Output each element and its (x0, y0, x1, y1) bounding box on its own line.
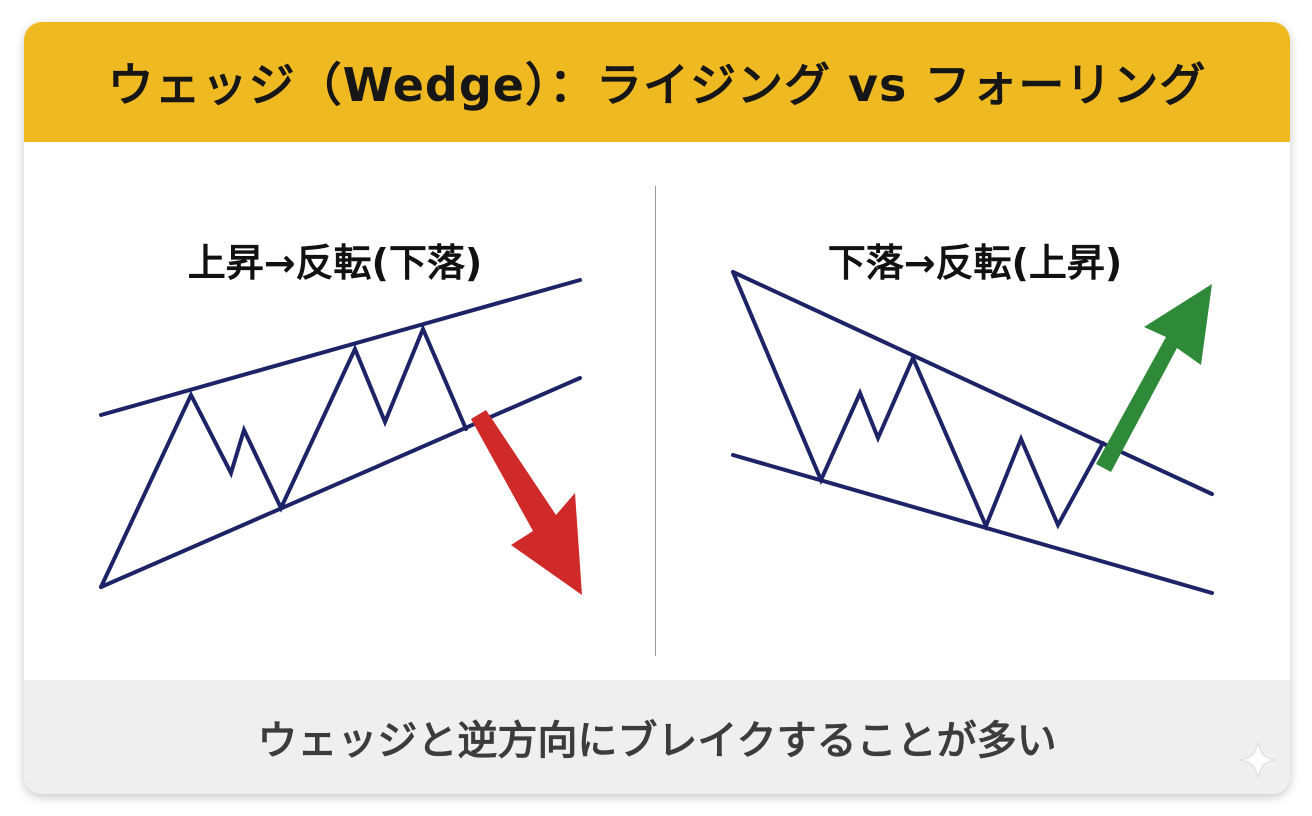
falling-wedge-price-line (731, 270, 1105, 532)
breakout-up-arrow (1096, 284, 1212, 472)
rising-wedge-lower-trendline (99, 376, 582, 589)
falling-wedge (731, 270, 1214, 595)
rising-wedge-upper-trendline (99, 278, 582, 417)
header-bar: ウェッジ（Wedge）：ライジング vs フォーリング (24, 22, 1290, 142)
breakout-down-arrow (471, 410, 582, 595)
falling-wedge-upper-trendline (731, 270, 1214, 496)
wedge-diagrams (99, 270, 1214, 595)
rising-wedge-price-line (99, 323, 468, 589)
infographic-card: ウェッジ（Wedge）：ライジング vs フォーリング 上昇→反転(下落) 下落… (24, 22, 1290, 794)
page-title: ウェッジ（Wedge）：ライジング vs フォーリング (107, 58, 1207, 112)
falling-wedge-title: 下落→反転(上昇) (827, 241, 1123, 285)
footer-bar: ウェッジと逆方向にブレイクすることが多い (24, 680, 1290, 794)
panel-divider (655, 186, 656, 656)
sparkle-icon (1239, 741, 1277, 779)
falling-wedge-lower-trendline (731, 453, 1214, 595)
footer-caption: ウェッジと逆方向にブレイクすることが多い (257, 718, 1057, 764)
rising-wedge-title: 上昇→反転(下落) (187, 241, 483, 285)
diagram-area: 上昇→反転(下落) 下落→反転(上昇) (24, 142, 1290, 680)
rising-wedge (99, 278, 582, 595)
